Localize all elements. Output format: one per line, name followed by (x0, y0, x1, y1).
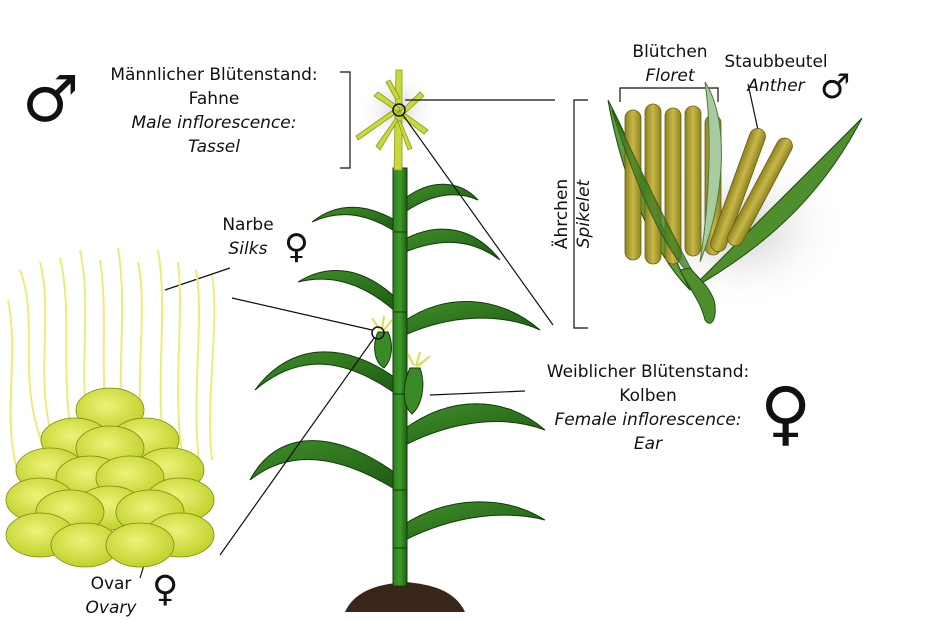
floret-en: Floret (645, 66, 695, 86)
spikelet-label: Ährchen Spikelet (551, 159, 595, 269)
plant-leaves (249, 183, 546, 541)
tassel-callout-circle (392, 103, 406, 117)
silks-de: Narbe (222, 215, 274, 235)
silks-en: Silks (228, 239, 268, 259)
callout-lines (139, 71, 759, 579)
male-symbol-anther: ♂ (820, 67, 851, 107)
male-inflorescence-label: Männlicher Blütenstand: Fahne Male inflo… (88, 63, 340, 159)
silk-callout-circle (371, 326, 385, 340)
floret-de: Blütchen (632, 42, 708, 62)
female-de-line-2: Kolben (619, 386, 677, 406)
spikelet-en: Spikelet (574, 179, 594, 249)
plant-stem (392, 167, 408, 587)
male-de-line-2: Fahne (188, 89, 240, 109)
spikelet (607, 81, 863, 324)
tassel (355, 69, 429, 171)
stem-nodes (393, 231, 407, 549)
female-inflorescence-label: Weiblicher Blütenstand: Kolben Female in… (528, 360, 768, 456)
ear-upper (371, 315, 393, 369)
soil (345, 582, 465, 612)
ovaries (5, 387, 215, 568)
female-symbol-ovary: ♀ (152, 569, 179, 610)
male-symbol-large: ♂ (22, 63, 80, 137)
male-de-line-1: Männlicher Blütenstand: (110, 65, 318, 85)
ovary-de: Ovar (90, 574, 132, 594)
ovary-label: Ovar Ovary (76, 572, 146, 620)
female-symbol-silks: ♀ (284, 227, 309, 267)
male-en-line-1: Male inflorescence: (131, 113, 297, 133)
anther-en: Anther (747, 76, 805, 96)
female-de-line-1: Weiblicher Blütenstand: (546, 362, 750, 382)
male-en-line-2: Tassel (188, 137, 240, 157)
silks-label: Narbe Silks (218, 213, 278, 261)
floret-label: Blütchen Floret (620, 40, 720, 88)
female-symbol-large: ♀ (760, 372, 812, 454)
anther-label: Staubbeutel Anther (722, 50, 830, 98)
ear-lower (403, 351, 431, 415)
female-en-line-1: Female inflorescence: (554, 410, 742, 430)
ovary-en: Ovary (85, 598, 137, 618)
spikelet-de: Ährchen (552, 178, 572, 250)
female-en-line-2: Ear (633, 434, 663, 454)
anther-de: Staubbeutel (724, 52, 828, 72)
